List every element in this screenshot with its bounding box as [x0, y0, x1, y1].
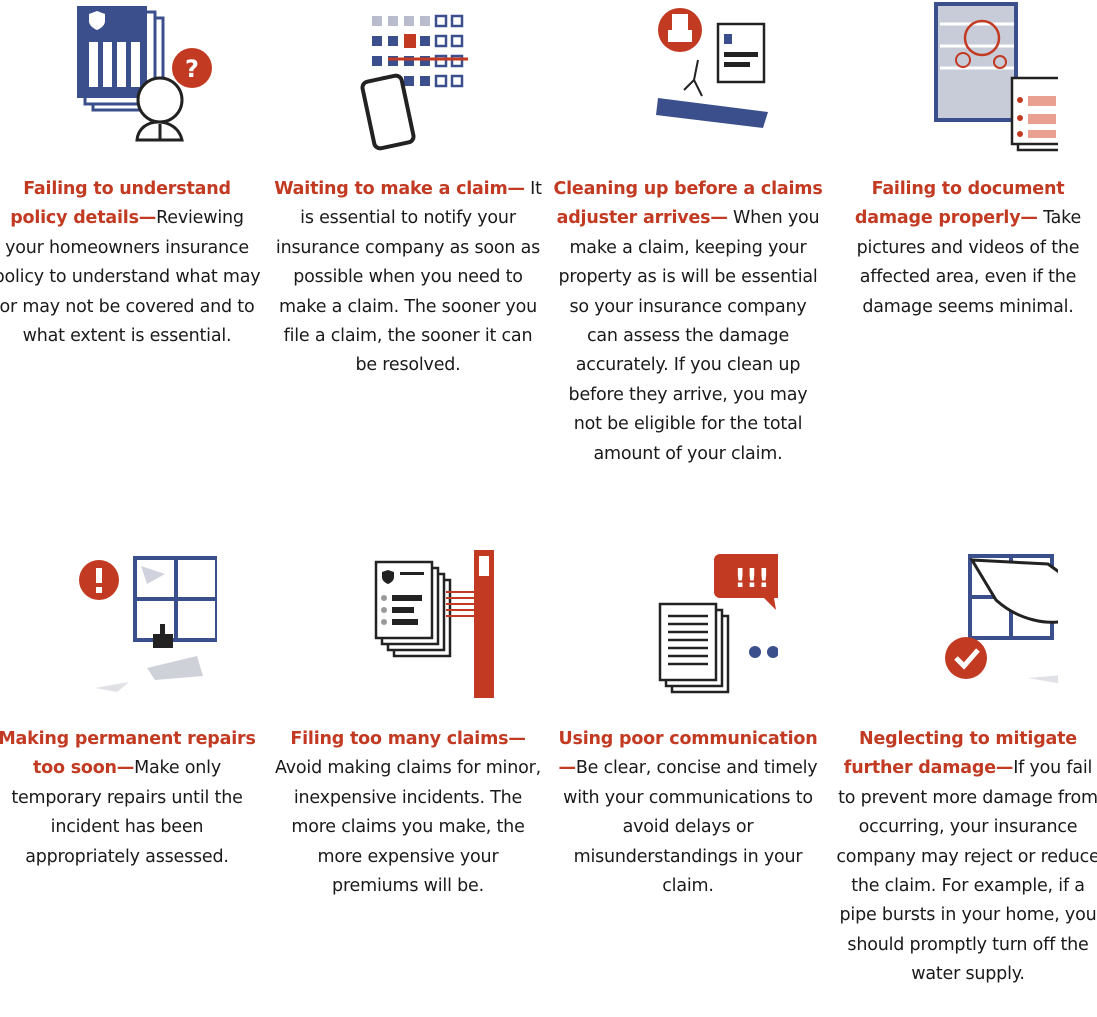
tip-title: Using poor communication—	[558, 729, 818, 779]
tip-body: Be clear, concise and timely with your c…	[563, 758, 818, 897]
speech-bubble-documents-icon: !!!	[553, 550, 823, 715]
calendar-phone-icon	[273, 0, 543, 165]
tip-body: If you fail to prevent more damage from …	[836, 758, 1097, 985]
tip-title: Failing to understand policy details—	[10, 179, 231, 229]
tip-title: Making permanent repairs too soon—	[0, 729, 256, 779]
tip-body: Avoid making claims for minor, inexpensi…	[275, 758, 541, 897]
broom-debris-icon	[553, 0, 823, 165]
tip-body: It is essential to notify your insurance…	[275, 179, 542, 376]
tip-text: Making permanent repairs too soon—Make o…	[0, 725, 262, 872]
tip-title: Failing to document damage properly—	[854, 179, 1065, 229]
tip-title: Neglecting to mitigate further damage—	[843, 729, 1077, 779]
tip-body: Make only temporary repairs until the in…	[11, 758, 243, 867]
tip-title: Waiting to make a claim—	[274, 179, 525, 199]
tip-body: Take pictures and videos of the affected…	[856, 208, 1082, 317]
policy-document-question-icon: ?	[0, 0, 262, 165]
damaged-siding-report-icon	[833, 0, 1097, 165]
tip-text: Neglecting to mitigate further damage—If…	[833, 725, 1097, 990]
tip-text: Using poor communication—Be clear, conci…	[553, 725, 823, 901]
window-repair-icon	[0, 550, 262, 715]
tip-text: Waiting to make a claim— It is essential…	[273, 175, 543, 381]
tip-text: Failing to understand policy details—Rev…	[0, 175, 262, 351]
tip-text: Failing to document damage properly— Tak…	[833, 175, 1097, 322]
tip-title: Cleaning up before a claims adjuster arr…	[553, 179, 823, 229]
stacked-claims-gauge-icon	[273, 550, 543, 715]
tip-text: Cleaning up before a claims adjuster arr…	[553, 175, 823, 469]
tip-text: Filing too many claims— Avoid making cla…	[273, 725, 543, 901]
covered-window-check-icon	[833, 550, 1097, 715]
svg-text:?: ?	[185, 55, 199, 83]
tip-title: Filing too many claims—	[290, 729, 526, 749]
tip-body: Reviewing your homeowners insurance poli…	[0, 208, 261, 347]
tip-body: When you make a claim, keeping your prop…	[558, 208, 820, 464]
svg-text:!!!: !!!	[734, 564, 770, 594]
